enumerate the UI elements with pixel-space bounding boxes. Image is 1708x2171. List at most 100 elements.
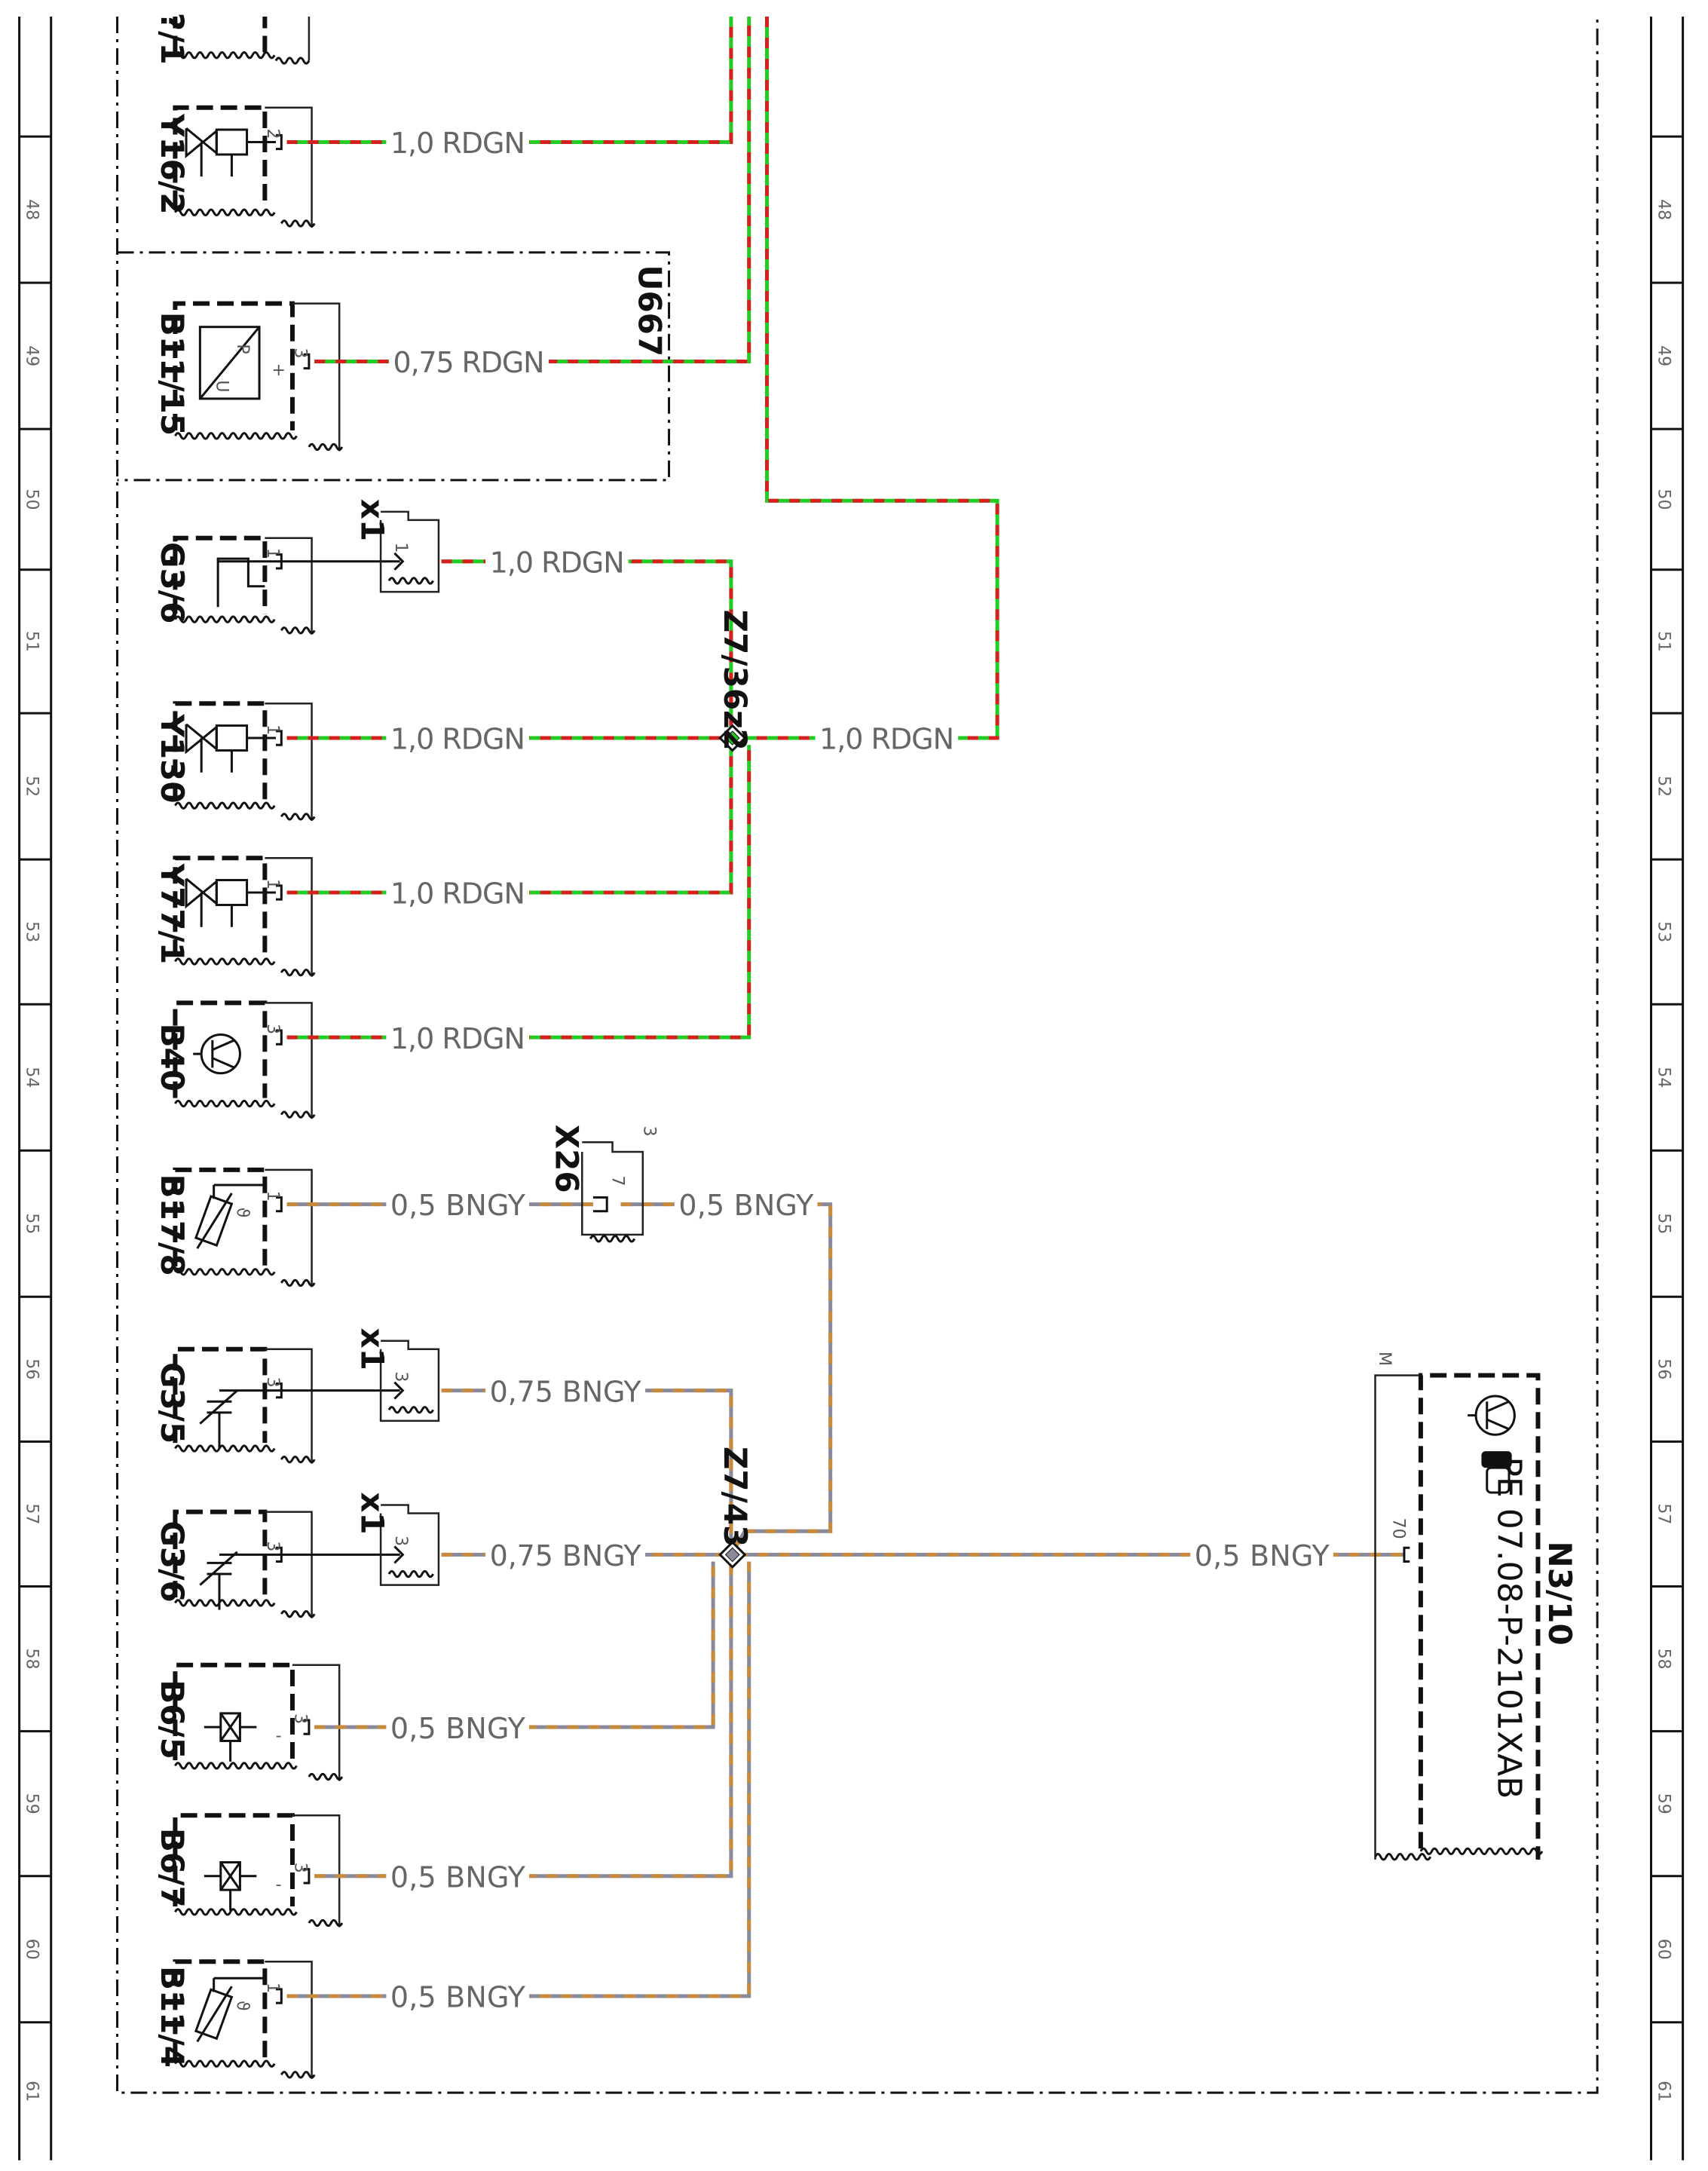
pin-number: 3 [391, 1536, 410, 1546]
ground-squiggle [174, 801, 276, 810]
wire-g3-5 [441, 1389, 733, 1555]
connector-x26 [581, 1141, 644, 1243]
ruler-number: 53 [23, 921, 41, 942]
hand-pointer-icon [1481, 1451, 1512, 1468]
wire-label: 1,0 RDGN [819, 723, 954, 756]
pin-number: 1 [263, 879, 282, 890]
pin-terminal [1403, 1546, 1410, 1563]
ground-squiggle [174, 957, 276, 966]
knock-sensor-symbol [204, 1712, 257, 1762]
splice-label: Z7/36z2 [717, 610, 754, 751]
control-unit-tag: M [1375, 1352, 1394, 1366]
wire-b11-4 [286, 1561, 751, 1998]
ruler-number: 55 [23, 1213, 41, 1234]
ground-squiggle [174, 1762, 298, 1770]
wire-y77-1 [286, 745, 733, 895]
pin-terminal [276, 133, 283, 151]
ruler-number: 58 [23, 1649, 41, 1670]
pin-number: 1 [263, 1983, 282, 1993]
pin-terminal [276, 1196, 283, 1213]
component-id: B40 [154, 1023, 191, 1091]
connector-label: x1 [354, 1328, 390, 1370]
pin-number: 1 [263, 548, 282, 559]
sensor-element-symbol [199, 1389, 238, 1449]
component-id: ?/1 [154, 13, 191, 65]
valve-symbol [185, 723, 276, 773]
wire-to-splice [733, 16, 999, 740]
ruler-left [18, 16, 53, 2160]
ruler-number: 61 [23, 2081, 41, 2102]
wire-label: 0,75 BNGY [490, 1375, 642, 1408]
connector-label: X26 [548, 1125, 585, 1193]
pin-terminal [276, 1988, 283, 2004]
component-partial-top [173, 16, 311, 65]
wire-y16-2 [286, 16, 733, 144]
pressure-sensor-symbol [198, 326, 261, 400]
connector-x1 [379, 510, 440, 593]
component-g3-5 [173, 1346, 316, 1464]
pin-terminal [303, 353, 311, 370]
ruler-number: 50 [23, 488, 41, 510]
ruler-number: 59 [1654, 1793, 1673, 1814]
pin-terminal [276, 730, 283, 746]
connector-label: x1 [354, 1492, 390, 1534]
ruler-number: 53 [1654, 921, 1673, 942]
ruler-number: 59 [23, 1793, 41, 1814]
ruler-number: 48 [23, 199, 41, 220]
wire-label: 0,5 BNGY [390, 1712, 526, 1745]
component-id: G3/6 [154, 542, 191, 623]
ground-squiggle [174, 615, 276, 623]
ruler-number: 52 [23, 776, 41, 797]
knock-sensor-symbol [204, 1861, 257, 1911]
component-y130 [173, 701, 316, 821]
theta-mark: ϑ [233, 1208, 252, 1218]
wire-label: 0,5 BNGY [390, 1981, 526, 2014]
ruler-number: 50 [1654, 488, 1673, 510]
wire-b6-5 [314, 1561, 715, 1729]
pin-number: 3 [291, 1713, 310, 1724]
ruler-number: 54 [1654, 1067, 1673, 1088]
control-unit-n3-10 [1374, 1373, 1544, 1861]
wire-label: 0,75 RDGN [393, 346, 545, 379]
polarity-sign: + [271, 361, 285, 380]
ground-squiggle [174, 1444, 276, 1453]
component-b17-8 [173, 1167, 316, 1288]
wire-label: 1,0 RDGN [490, 546, 625, 579]
control-unit-id: N3/10 [1541, 1542, 1578, 1646]
polarity-sign: - [276, 1876, 282, 1894]
wire-label: 0,5 BNGY [678, 1189, 814, 1222]
ruler-number: 57 [1654, 1503, 1673, 1524]
component-id: Y16/2 [154, 113, 191, 214]
component-id: B6/7 [154, 1828, 191, 1908]
wire-label: 0,5 BNGY [390, 1860, 526, 1894]
ground-squiggle [174, 208, 276, 216]
wire-b11-15 [314, 16, 751, 363]
pin-terminal [303, 1719, 311, 1735]
connector-x1 [379, 1340, 440, 1422]
component-id: G3/5 [154, 1362, 191, 1444]
ruler-number: 60 [23, 1939, 41, 1960]
ruler-number: 52 [1654, 776, 1673, 797]
pin-number: 3 [291, 1863, 310, 1873]
component-id: B17/8 [154, 1174, 191, 1276]
wire-label: 0,5 BNGY [1195, 1539, 1330, 1572]
component-id: B6/5 [154, 1680, 191, 1759]
pin-number: 3 [263, 1541, 282, 1551]
oxygen-sensor-symbol [216, 557, 400, 608]
ruler-number: 58 [1654, 1649, 1673, 1670]
valve-symbol [185, 877, 276, 927]
pin-number: 3 [291, 348, 310, 358]
outer-frame [116, 16, 1599, 2094]
ruler-number: 60 [1654, 1939, 1673, 1960]
splice-z7-36z2 [718, 724, 747, 752]
ruler-number: 56 [23, 1358, 41, 1379]
area-label-u667: U667 [631, 265, 668, 357]
ruler-number: 51 [23, 631, 41, 652]
ruler-number: 51 [1654, 631, 1673, 652]
polarity-sign: - [276, 1726, 282, 1745]
sensor-letter-p: P [233, 344, 252, 354]
component-id: B11/15 [154, 312, 191, 436]
theta-mark: ϑ [233, 2001, 252, 2011]
reference-note: PE 07.08-P-2101XAB [1489, 1456, 1528, 1799]
